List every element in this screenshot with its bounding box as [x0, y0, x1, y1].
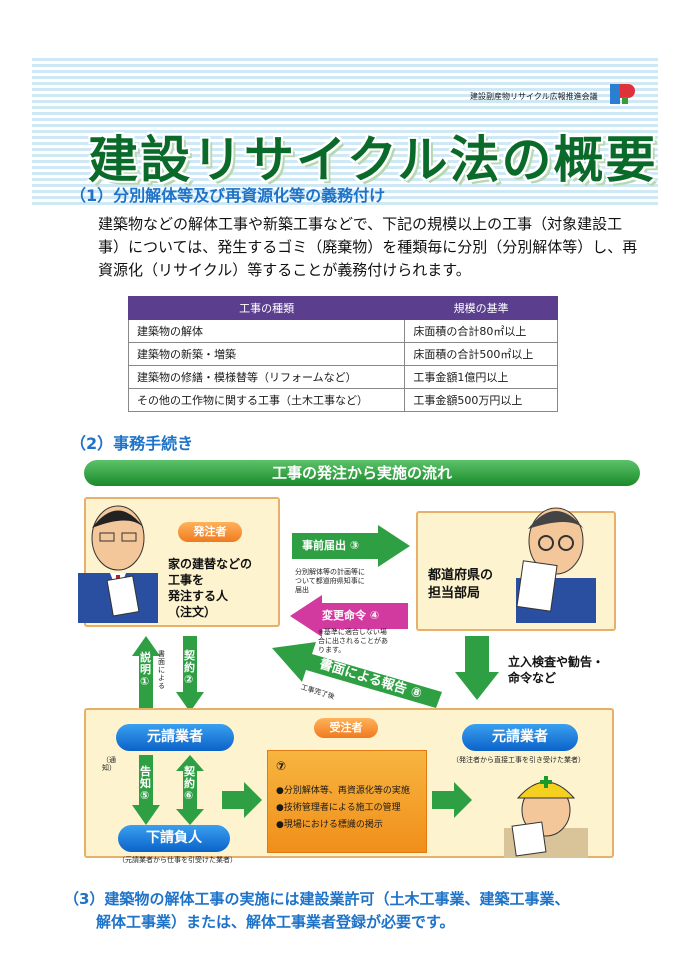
- section3-text: （3）建築物の解体工事の実施には建設業許可（土木工事業、建築工事業、 解体工事業…: [64, 888, 569, 934]
- orderer-desc-line: 発注する人: [168, 589, 229, 603]
- authority-desc: 都道府県の 担当部局: [428, 567, 493, 603]
- arrow3-label: 事前届出 ③: [302, 539, 360, 552]
- inspection-line: 立入検査や勧告・: [508, 655, 605, 669]
- step7-list: ●分別解体等、再資源化等の実施 ●技術管理者による施工の管理 ●現場における標識…: [276, 783, 410, 834]
- arrow-updown-icon: [176, 755, 204, 825]
- orderer-tag: 発注者: [178, 522, 242, 542]
- step7-number: ⑦: [276, 759, 287, 773]
- note-line: 分別解体等の計画等に: [295, 568, 365, 576]
- list-item: ●現場における標識の掲示: [276, 820, 383, 830]
- inspection-line: 命令など: [508, 671, 557, 685]
- orderer-desc-line: 工事を: [168, 573, 205, 587]
- page-title: 建設リサイクル法の概要: [88, 131, 658, 189]
- note-line: ります。: [318, 646, 346, 654]
- arrow1-note: 書面による: [158, 650, 165, 690]
- table-cell: 床面積の合計80㎡以上: [404, 319, 558, 343]
- table-row: 建築物の解体床面積の合計80㎡以上: [127, 319, 558, 343]
- note-line: ※基準に適合しない場: [318, 628, 387, 636]
- arrow1-label: 説明 ①: [140, 651, 151, 688]
- table-cell: 床面積の合計500㎡以上: [404, 342, 558, 366]
- note-line: 合に出されることがあ: [318, 637, 388, 645]
- table-header: 規模の基準: [404, 296, 558, 320]
- prime-right-note: （発注者から直接工事を引き受けた業者）: [452, 756, 585, 764]
- prime-contractor-right-pill: 元請業者: [462, 724, 578, 751]
- section1-heading: （1）分別解体等及び再資源化等の義務付け: [70, 186, 386, 205]
- prime-contractor-pill: 元請業者: [116, 724, 234, 751]
- sub-note: （元請業者から仕事を引受けた業者）: [118, 856, 237, 864]
- table-cell: その他の工作物に関する工事（土木工事など）: [127, 388, 406, 412]
- section1-body: 建築物などの解体工事や新築工事などで、下記の規模以上の工事（対象建設工事）につい…: [98, 215, 638, 279]
- table-row: 建築物の修繕・模様替等（リフォームなど）工事金額1億円以上: [127, 365, 558, 389]
- arrow4-label: 変更命令 ④: [322, 609, 380, 622]
- subcontractor-pill: 下請負人: [118, 825, 230, 852]
- arrow-down-icon: [176, 636, 204, 712]
- table-cell: 建築物の解体: [127, 319, 406, 343]
- table-cell: 建築物の修繕・模様替等（リフォームなど）: [127, 365, 406, 389]
- arrow6-label: 契約 ⑥: [184, 765, 195, 802]
- arrow4-note: ※基準に適合しない場 合に出されることがあ ります。: [318, 628, 388, 655]
- list-item: ●分別解体等、再資源化等の実施: [276, 786, 410, 796]
- arrow-right-icon: [222, 782, 262, 818]
- contractor-tag: 受注者: [314, 718, 378, 738]
- orderer-desc-line: 家の建替などの: [168, 557, 253, 571]
- table-header: 工事の種類: [127, 296, 406, 320]
- header-stripes: [32, 58, 658, 208]
- list-item: ●技術管理者による施工の管理: [276, 803, 401, 813]
- worker-person-icon: [504, 776, 588, 858]
- table-row: その他の工作物に関する工事（土木工事など）工事金額500万円以上: [127, 388, 558, 412]
- note-line: ついて都道府県知事に: [295, 577, 365, 585]
- section3-line: （3）建築物の解体工事の実施には建設業許可（土木工事業、建築工事業、: [64, 890, 570, 908]
- arrow5-label: 告知 ⑤: [140, 765, 151, 802]
- arrow-down-icon: [455, 636, 499, 700]
- table-row: 建築物の新築・増築床面積の合計500㎡以上: [127, 342, 558, 366]
- authority-desc-line: 担当部局: [428, 586, 481, 601]
- authority-person-icon: [516, 507, 596, 623]
- arrow-left-icon: [290, 595, 408, 637]
- orderer-desc-line: （注文）: [168, 605, 217, 619]
- arrow-right-icon: [292, 525, 410, 567]
- table-cell: 工事金額1億円以上: [404, 365, 558, 389]
- table-cell: 建築物の新築・増築: [127, 342, 406, 366]
- notice-note: （通知）: [102, 756, 116, 772]
- arrow-right-icon: [432, 782, 472, 818]
- organization-logo: [610, 84, 635, 104]
- section3-line: 解体工事業）または、解体工事業者登録が必要です。: [96, 913, 455, 931]
- arrow2-label: 契約 ②: [184, 649, 195, 686]
- inspection-text: 立入検査や勧告・ 命令など: [508, 654, 604, 686]
- report-arrow-icon: [272, 642, 442, 708]
- flow-title-band: 工事の発注から実施の流れ: [84, 460, 640, 486]
- orderer-person-icon: [78, 505, 158, 623]
- note-line: 届出: [295, 586, 309, 594]
- arrow3-note: 分別解体等の計画等に ついて都道府県知事に 届出: [295, 568, 365, 595]
- org-name: 建設副産物リサイクル広報推進会議: [470, 92, 598, 101]
- rules-table: 工事の種類 規模の基準 建築物の解体床面積の合計80㎡以上 建築物の新築・増築床…: [127, 296, 558, 412]
- arrow-down-icon: [132, 755, 160, 825]
- orderer-desc: 家の建替などの 工事を 発注する人 （注文）: [168, 556, 252, 620]
- section2-heading: （2）事務手続き: [70, 434, 194, 453]
- table-cell: 工事金額500万円以上: [404, 388, 558, 412]
- step7-box: ⑦ ●分別解体等、再資源化等の実施 ●技術管理者による施工の管理 ●現場における…: [267, 750, 427, 853]
- authority-desc-line: 都道府県の: [428, 568, 494, 583]
- arrow-up-icon: [132, 636, 160, 712]
